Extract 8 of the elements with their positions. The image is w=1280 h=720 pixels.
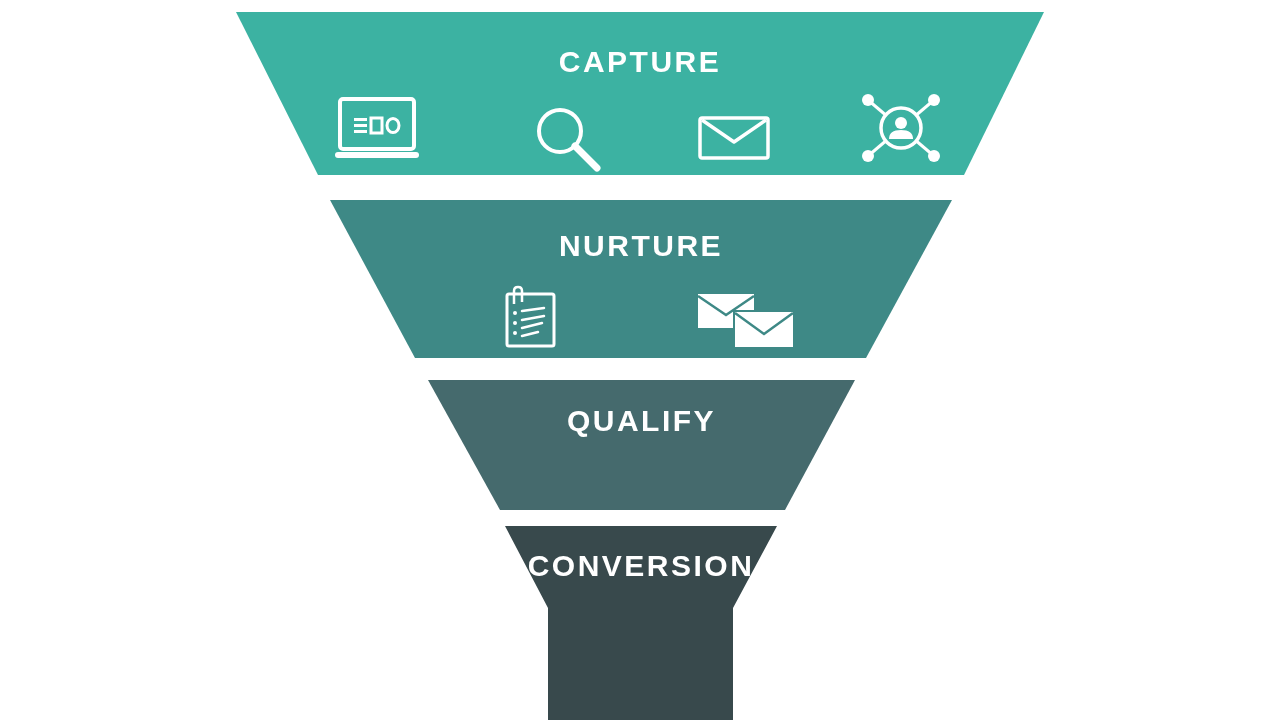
funnel-band xyxy=(236,12,1044,175)
funnel-band xyxy=(505,526,777,720)
stage-title: NURTURE xyxy=(558,229,724,263)
stage-title: QUALIFY xyxy=(566,404,717,438)
stage-title: CAPTURE xyxy=(558,45,722,79)
funnel-band xyxy=(428,380,855,510)
funnel-band xyxy=(330,200,952,358)
stage-title: CONVERSION xyxy=(527,549,755,583)
